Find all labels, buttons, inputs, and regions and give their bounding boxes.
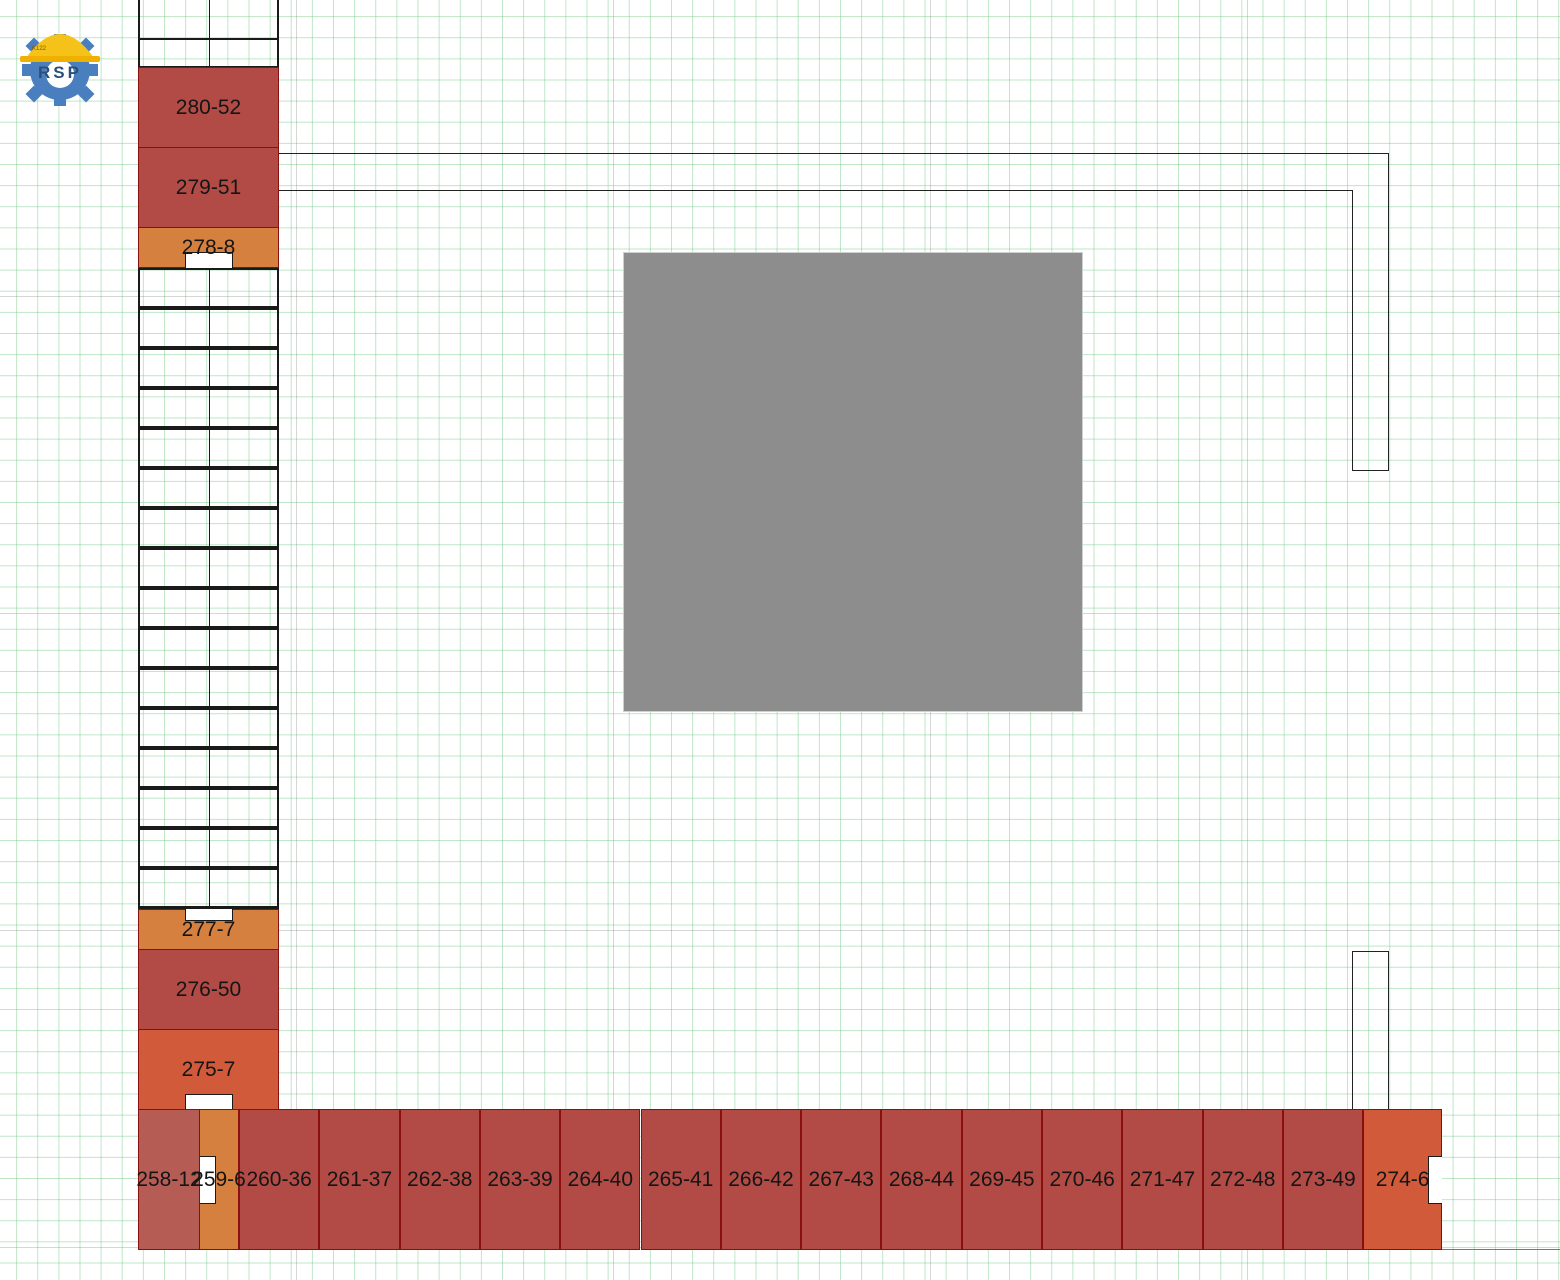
empty-slot[interactable] (138, 748, 279, 788)
wall-line (1352, 470, 1389, 471)
storage-block-label: 272-48 (1210, 1167, 1276, 1191)
storage-block-label: 262-38 (407, 1167, 473, 1191)
rsp-logo: K122 RSP (20, 34, 100, 106)
storage-block-268-44[interactable]: 268-44 (881, 1109, 962, 1250)
storage-block-label: 274-6 (1375, 1167, 1430, 1191)
storage-block-264-40[interactable]: 264-40 (560, 1109, 641, 1250)
storage-block-label: 261-37 (326, 1167, 393, 1191)
empty-slot[interactable] (138, 468, 279, 508)
empty-slot[interactable] (138, 38, 279, 68)
logo-text: RSP (38, 63, 82, 82)
storage-block-272-48[interactable]: 272-48 (1202, 1109, 1283, 1250)
storage-block-260-36[interactable]: 260-36 (239, 1109, 320, 1250)
pallet-notch (200, 1156, 216, 1204)
storage-block-278-8[interactable]: 278-8 (138, 227, 279, 268)
storage-block-270-46[interactable]: 270-46 (1042, 1109, 1123, 1250)
storage-block-276-50[interactable]: 276-50 (138, 949, 279, 1030)
wall-line (1388, 153, 1389, 471)
storage-block-label: 266-42 (728, 1167, 794, 1191)
pallet-notch (185, 1094, 233, 1110)
storage-block-274-6[interactable]: 274-6 (1363, 1109, 1442, 1250)
storage-block-269-45[interactable]: 269-45 (961, 1109, 1042, 1250)
pallet-notch (185, 252, 233, 268)
empty-slot[interactable] (138, 508, 279, 548)
empty-slot[interactable] (138, 828, 279, 868)
empty-slot[interactable] (138, 0, 279, 40)
central-obstacle (623, 252, 1083, 712)
empty-slot[interactable] (138, 348, 279, 388)
empty-slot[interactable] (138, 388, 279, 428)
storage-block-label: 258-12 (136, 1167, 202, 1191)
storage-block-262-38[interactable]: 262-38 (399, 1109, 480, 1250)
wall-line (279, 153, 1389, 154)
storage-block-259-6[interactable]: 259-6 (192, 1109, 246, 1250)
storage-block-265-41[interactable]: 265-41 (640, 1109, 721, 1250)
wall-line (1352, 190, 1353, 471)
storage-block-267-43[interactable]: 267-43 (801, 1109, 882, 1250)
storage-block-258-12[interactable]: 258-12 (136, 1109, 202, 1250)
empty-slot[interactable] (138, 308, 279, 348)
storage-block-273-49[interactable]: 273-49 (1282, 1109, 1364, 1250)
storage-block-label: 268-44 (888, 1167, 955, 1191)
wall-line (279, 190, 1353, 191)
storage-block-label: 263-39 (487, 1167, 553, 1191)
empty-slot[interactable] (138, 788, 279, 828)
storage-block-label: 270-46 (1049, 1167, 1115, 1191)
storage-block-label: 265-41 (647, 1167, 714, 1191)
storage-block-277-7[interactable]: 277-7 (138, 909, 279, 950)
empty-slot[interactable] (138, 708, 279, 748)
storage-block-label: 280-52 (175, 95, 242, 119)
storage-block-label: 260-36 (246, 1167, 312, 1191)
empty-slot[interactable] (138, 428, 279, 468)
storage-block-label: 259-6 (192, 1167, 246, 1191)
empty-slot[interactable] (138, 588, 279, 628)
storage-block-label: 267-43 (808, 1167, 874, 1191)
empty-slot[interactable] (138, 268, 279, 308)
storage-block-263-39[interactable]: 263-39 (479, 1109, 561, 1250)
storage-block-275-7[interactable]: 275-7 (138, 1029, 279, 1110)
empty-slot[interactable] (138, 548, 279, 588)
storage-block-label: 275-7 (181, 1057, 236, 1081)
storage-block-279-51[interactable]: 279-51 (138, 147, 279, 228)
storage-block-261-37[interactable]: 261-37 (319, 1109, 400, 1250)
storage-block-280-52[interactable]: 280-52 (138, 67, 279, 148)
empty-slot[interactable] (138, 668, 279, 708)
storage-block-label: 278-8 (181, 235, 236, 259)
storage-block-271-47[interactable]: 271-47 (1122, 1109, 1203, 1250)
pallet-notch (1427, 1156, 1442, 1204)
storage-block-label: 264-40 (567, 1167, 634, 1191)
floor-line (1440, 1249, 1560, 1250)
wall-stub (1352, 951, 1389, 1111)
storage-block-label: 269-45 (969, 1167, 1035, 1191)
logo-small-text: K122 (32, 46, 47, 52)
helmet-icon (20, 34, 100, 62)
storage-block-label: 271-47 (1129, 1167, 1196, 1191)
empty-slot[interactable] (138, 868, 279, 908)
storage-block-label: 277-7 (181, 917, 236, 941)
storage-block-label: 273-49 (1290, 1167, 1356, 1191)
storage-block-label: 279-51 (175, 175, 242, 199)
storage-block-label: 276-50 (175, 977, 242, 1001)
empty-slot[interactable] (138, 628, 279, 668)
storage-block-266-42[interactable]: 266-42 (720, 1109, 802, 1250)
pallet-notch (185, 909, 233, 921)
